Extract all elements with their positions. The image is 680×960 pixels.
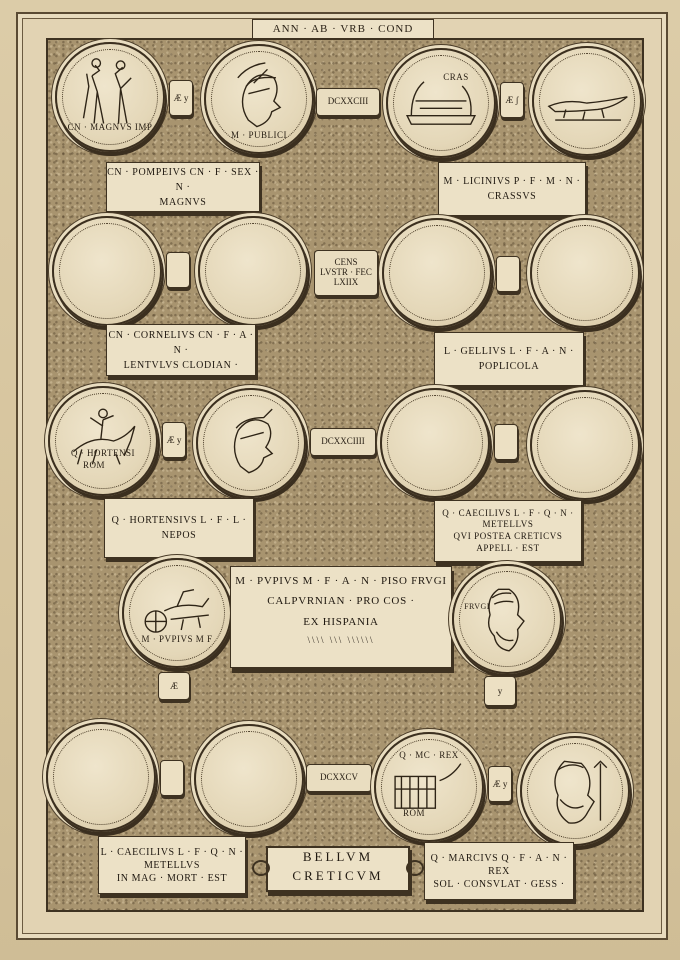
plaque-lentulus: CN · CORNELIVS CN · F · A · N · LENTVLVS… <box>106 324 256 376</box>
coin-legend: ROM <box>82 460 105 470</box>
census-tag: CENS LVSTR · FEC LXIIX <box>314 250 378 296</box>
coin-blank <box>530 390 640 500</box>
chariot-icon <box>144 589 210 633</box>
connector <box>496 256 520 292</box>
coin-frugi: FRVGI <box>452 564 562 674</box>
plaque-line: CALPVRNIAN · PRO COS · <box>267 595 415 608</box>
census-line: CENS <box>334 257 358 268</box>
plaque-line: APPELL · EST <box>476 542 540 553</box>
plaque-line: NEPOS <box>161 530 197 541</box>
coin-crassus: CRAS <box>386 48 496 158</box>
plaque-hortensius: Q · HORTENSIVS L · F · L · NEPOS <box>104 498 254 558</box>
connector <box>494 424 518 460</box>
plaque-ring <box>406 860 424 876</box>
coin-blank <box>382 218 492 328</box>
helmeted-head-icon <box>237 62 282 128</box>
plaque-line: L · GELLIVS L · F · A · N · <box>444 346 574 357</box>
bellum-creticum-plaque: BELLVM CRETICVM <box>266 846 410 892</box>
plaque-line: QVI POSTEA CRETICVS <box>453 531 563 541</box>
figures-icon <box>82 58 132 124</box>
coin-legend: M · PVPIVS M F <box>141 634 213 644</box>
plaque-line: Q · CAECILIVS L · F · Q · N · <box>442 507 574 518</box>
coin-roma-head <box>196 388 306 498</box>
plaque-marks: \\\\ \\\ \\\\\\ <box>307 635 375 646</box>
plaque-rex: Q · MARCIVS Q · F · A · N · REX SOL · CO… <box>424 842 574 900</box>
coin-legend: Q · MC · REX <box>399 750 459 760</box>
bellum-line: BELLVM <box>302 849 374 864</box>
coin-blank <box>52 216 162 326</box>
connector: Æ y <box>488 766 512 802</box>
coin-legend: CN · MAGNVS IMP <box>67 122 153 132</box>
connector: Æ y <box>162 422 186 458</box>
plaque-ring <box>252 860 270 876</box>
connector: y <box>484 676 516 706</box>
connector: Æ <box>158 672 190 700</box>
plaque-gellius: L · GELLIVS L · F · A · N · POPLICOLA <box>434 332 584 386</box>
bellum-line: CRETICVM <box>292 867 384 883</box>
aqueduct-icon <box>394 763 462 809</box>
coin-legend: FRVGI <box>464 602 490 611</box>
coin-hortensius: Q · HORTENSI ROM <box>48 386 158 496</box>
connector: Æ ʃ <box>500 82 524 118</box>
curule-chair-icon <box>405 81 477 125</box>
bearded-head-icon <box>487 588 525 652</box>
coin-roma-head: M · PUBLICI <box>204 44 314 154</box>
piso-plaque: M · PVPIVS M · F · A · N · PISO FRVGI CA… <box>230 566 452 668</box>
coin-blank <box>198 216 308 326</box>
coin-blank <box>380 388 490 498</box>
coin-pompeius: CN · MAGNVS IMP <box>55 42 165 152</box>
coin-pupius: M · PVPIVS M F <box>122 558 232 668</box>
coin-crocodile <box>532 46 642 156</box>
plaque-line: SOL · CONSVLAT · GESS · <box>433 878 565 890</box>
coin-legend: CRAS <box>443 72 469 82</box>
census-line: LVSTR · FEC <box>320 267 372 278</box>
plaque-line: CN · POMPEIVS CN · F · SEX · N · <box>107 166 259 193</box>
plaque-line: M · PVPIVS M · F · A · N · PISO FRVGI <box>235 575 447 587</box>
year-tag: DCXXCIIII <box>310 428 376 456</box>
year-tag: DCXXCIII <box>316 88 380 116</box>
plaque-line: REX <box>488 865 510 877</box>
coin-blank <box>530 218 640 328</box>
plaque-line: CRASSVS <box>487 191 537 202</box>
connector <box>160 760 184 796</box>
plaque-line: MAGNVS <box>159 196 207 208</box>
connector <box>166 252 190 288</box>
coin-blank <box>194 724 304 834</box>
plaque-crassus: M · LICINIVS P · F · M · N · CRASSVS <box>438 162 586 216</box>
coin-marcius: Q · MC · REX ROM <box>374 732 484 842</box>
header-label: ANN · AB · VRB · COND <box>252 19 434 39</box>
plaque-line: METELLVS <box>482 519 534 530</box>
horseman-icon <box>72 408 136 465</box>
coin-neptune <box>520 736 630 846</box>
coin-blank <box>46 722 156 832</box>
plaque-line: METELLVS <box>143 859 201 871</box>
neptune-head-icon <box>554 760 608 824</box>
coin-legend: ROM <box>402 808 425 818</box>
plaque-line: LENTVLVS CLODIAN · <box>123 359 239 371</box>
plaque-metellus: Q · CAECILIVS L · F · Q · N · METELLVS Q… <box>434 500 582 562</box>
year-tag: DCXXCV <box>306 764 372 792</box>
plaque-metellus-2: L · CAECILIVS L · F · Q · N · METELLVS I… <box>98 836 246 894</box>
connector: Æ y <box>169 80 193 116</box>
plaque-line: M · LICINIVS P · F · M · N · <box>443 176 581 187</box>
plaque-line: L · CAECILIVS L · F · Q · N · <box>100 846 244 858</box>
crocodile-icon <box>547 96 628 121</box>
plaque-line: CN · CORNELIVS CN · F · A · N · <box>108 329 254 356</box>
plaque-line: EX HISPANIA <box>303 615 379 628</box>
coin-legend: M · PUBLICI <box>230 130 287 140</box>
plaque-line: IN MAG · MORT · EST <box>116 872 228 884</box>
plaque-pompeius: CN · POMPEIVS CN · F · SEX · N · MAGNVS <box>106 162 260 212</box>
plaque-line: Q · MARCIVS Q · F · A · N · <box>430 852 568 864</box>
helmeted-head-icon <box>233 408 274 474</box>
plaque-line: POPLICOLA <box>478 361 540 372</box>
census-line: LXIIX <box>333 276 359 287</box>
coin-legend: Q · HORTENSI <box>71 448 135 458</box>
plaque-line: Q · HORTENSIVS L · F · L · <box>111 515 247 526</box>
